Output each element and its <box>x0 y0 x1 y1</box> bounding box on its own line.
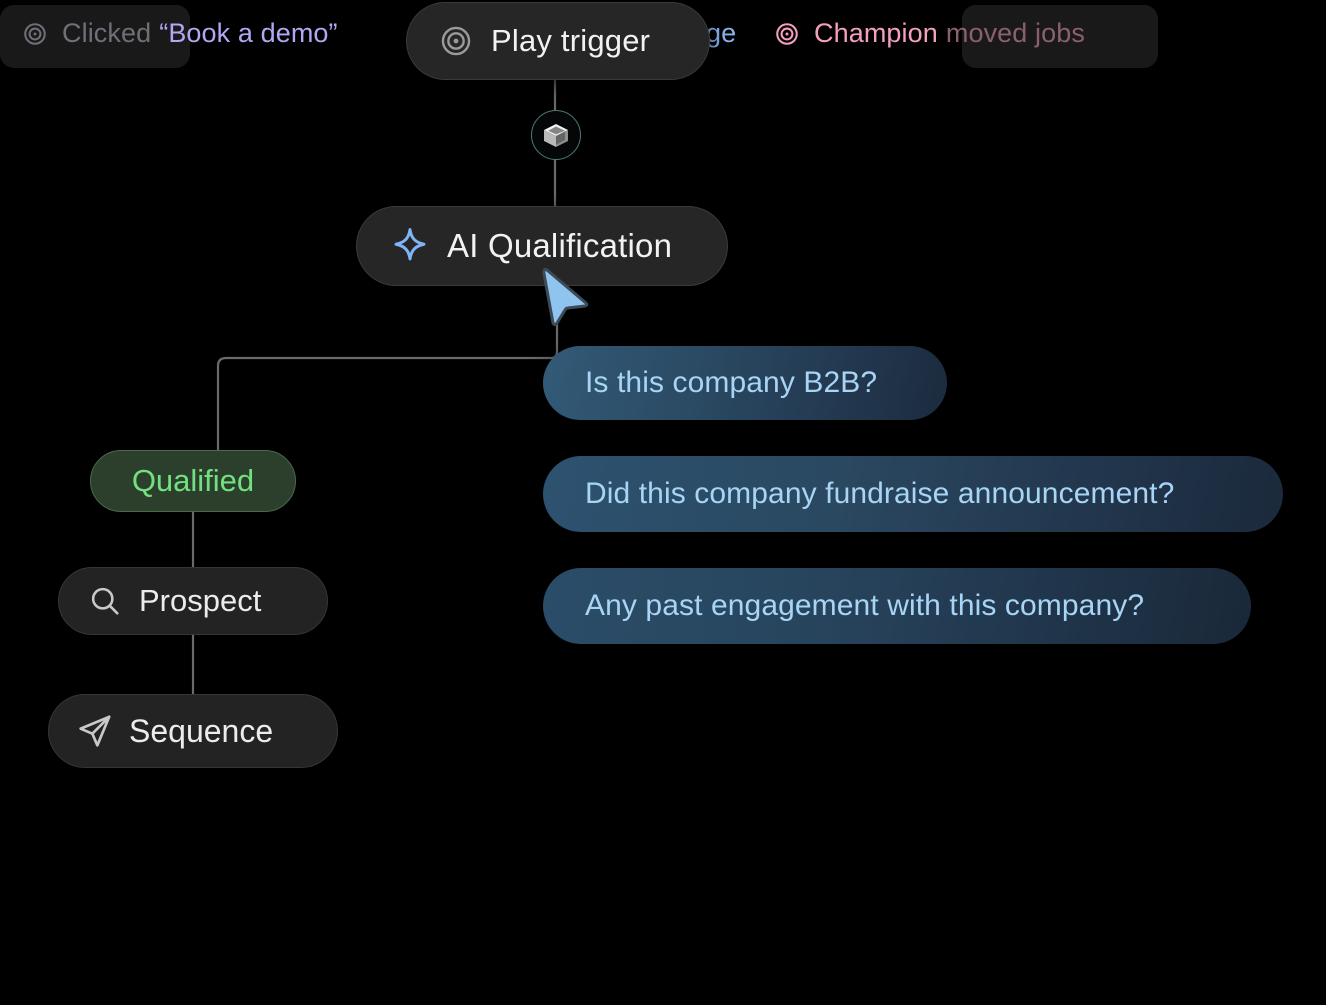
target-icon <box>439 24 473 58</box>
question-chip-b2b[interactable]: Is this company B2B? <box>543 346 947 420</box>
node-sequence[interactable]: Sequence <box>48 694 338 768</box>
trigger-chip-panel-right <box>962 5 1158 68</box>
node-prospect[interactable]: Prospect <box>58 567 328 635</box>
target-icon <box>774 21 800 47</box>
trigger-chip-label: Champion <box>814 18 938 48</box>
question-chip-label: Is this company B2B? <box>585 366 878 399</box>
play-trigger-label: Play trigger <box>491 23 651 58</box>
trigger-chip-prefix: Clicked <box>62 18 152 48</box>
search-icon <box>87 583 123 619</box>
play-trigger-node[interactable]: Play trigger <box>406 2 710 80</box>
send-icon <box>75 711 115 751</box>
target-icon <box>22 21 48 47</box>
sparkle-icon <box>389 225 431 267</box>
question-chip-engagement[interactable]: Any past engagement with this company? <box>543 568 1251 644</box>
trigger-chip-partial-label: ge <box>706 18 737 48</box>
ai-qualification-node[interactable]: AI Qualification <box>356 206 728 286</box>
question-chip-fundraise[interactable]: Did this company fundraise announcement? <box>543 456 1283 532</box>
node-sequence-label: Sequence <box>129 712 274 749</box>
ai-qualification-label: AI Qualification <box>447 227 673 264</box>
question-chip-label: Did this company fundraise announcement? <box>585 477 1175 510</box>
trigger-chip-champion-moved-jobs[interactable]: Champion moved jobs <box>774 18 1085 49</box>
cube-icon <box>540 119 572 151</box>
trigger-chip-clicked-book-a-demo[interactable]: Clicked “Book a demo” <box>22 18 338 49</box>
trigger-chip-label: “Book a demo” <box>159 18 338 48</box>
question-chip-label: Any past engagement with this company? <box>585 589 1145 622</box>
cube-badge[interactable] <box>531 110 581 160</box>
node-qualified[interactable]: Qualified <box>90 450 296 512</box>
node-prospect-label: Prospect <box>139 583 262 618</box>
trigger-chip-partial-stage[interactable]: ge <box>706 18 736 49</box>
trigger-chip-suffix: moved jobs <box>945 18 1085 48</box>
node-qualified-label: Qualified <box>131 463 255 498</box>
edge-ai-to-qualified <box>216 284 559 452</box>
